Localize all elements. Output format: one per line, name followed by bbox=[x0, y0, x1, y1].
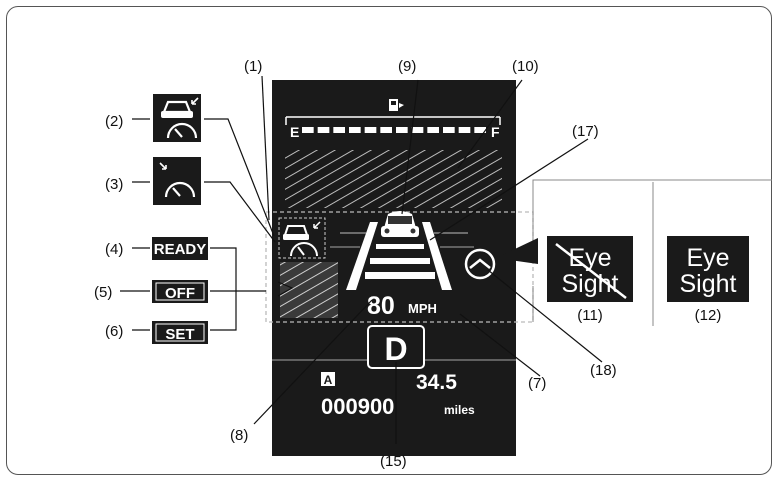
fuel-segment bbox=[349, 127, 361, 133]
fuel-level-bar bbox=[302, 127, 486, 133]
callout-5: (5) bbox=[94, 284, 112, 301]
callout-18: (18) bbox=[590, 362, 617, 379]
callout-17: (17) bbox=[572, 123, 599, 140]
set-badge-label: SET bbox=[165, 326, 194, 343]
eyesight-off-icon: Eye Sight bbox=[547, 236, 633, 302]
off-badge-label: OFF bbox=[165, 285, 195, 302]
speedometer-icon bbox=[153, 157, 201, 205]
callout-3: (3) bbox=[105, 176, 123, 193]
eyesight-on-line2: Sight bbox=[680, 270, 737, 298]
car-speedometer-icon bbox=[278, 217, 326, 259]
fuel-segment bbox=[364, 127, 377, 133]
fuel-gauge: E F bbox=[285, 99, 501, 140]
fuel-segment bbox=[458, 127, 471, 133]
trip-marker: A bbox=[324, 373, 333, 387]
odometer-value: 000900 bbox=[321, 394, 394, 419]
set-badge bbox=[152, 321, 208, 344]
diagram-frame bbox=[6, 6, 772, 475]
set-speed-value: 80 bbox=[367, 292, 395, 320]
fuel-full-label: F bbox=[491, 124, 500, 140]
fuel-segment bbox=[411, 127, 424, 133]
callout-12: (12) bbox=[695, 307, 722, 324]
fuel-segment bbox=[396, 127, 408, 133]
car-icon bbox=[381, 211, 419, 237]
trip-value: 34.5 bbox=[416, 371, 457, 394]
off-badge bbox=[152, 280, 208, 303]
hatched-display-area bbox=[285, 150, 502, 208]
callout-8: (8) bbox=[230, 427, 248, 444]
callout-11: (11) bbox=[577, 307, 603, 324]
callout-9: (9) bbox=[398, 58, 416, 75]
fuel-segment bbox=[443, 127, 455, 133]
lane-display bbox=[330, 222, 474, 290]
set-speed-unit: MPH bbox=[408, 301, 437, 316]
fuel-empty-label: E bbox=[290, 124, 299, 140]
callout-7: (7) bbox=[528, 375, 546, 392]
fuel-segment bbox=[474, 127, 486, 133]
callout-2: (2) bbox=[105, 113, 123, 130]
fuel-pump-icon bbox=[389, 99, 404, 111]
eyesight-off-line2: Sight bbox=[562, 270, 619, 298]
car-speedometer-large-icon bbox=[153, 94, 201, 142]
eyesight-on-line1: Eye bbox=[686, 244, 729, 272]
eyesight-pointer bbox=[496, 238, 538, 264]
callout-1: (1) bbox=[244, 58, 262, 75]
eyesight-on-icon: Eye Sight bbox=[667, 236, 749, 302]
fuel-segment bbox=[427, 127, 439, 133]
trip-marker-box bbox=[321, 372, 335, 386]
callout-6: (6) bbox=[105, 323, 123, 340]
ready-badge bbox=[152, 237, 208, 260]
callout-4: (4) bbox=[105, 241, 123, 258]
fuel-segment bbox=[317, 127, 330, 133]
fuel-segment bbox=[302, 127, 314, 133]
gear-indicator: D bbox=[384, 331, 407, 367]
odometer-unit: miles bbox=[444, 403, 475, 417]
steering-wheel-icon bbox=[464, 248, 496, 280]
callout-10: (10) bbox=[512, 58, 539, 75]
fuel-segment bbox=[333, 127, 345, 133]
callout-15: (15) bbox=[380, 453, 407, 470]
fuel-segment bbox=[380, 127, 392, 133]
ready-badge-label: READY bbox=[154, 241, 207, 258]
leader-lines bbox=[120, 75, 603, 444]
